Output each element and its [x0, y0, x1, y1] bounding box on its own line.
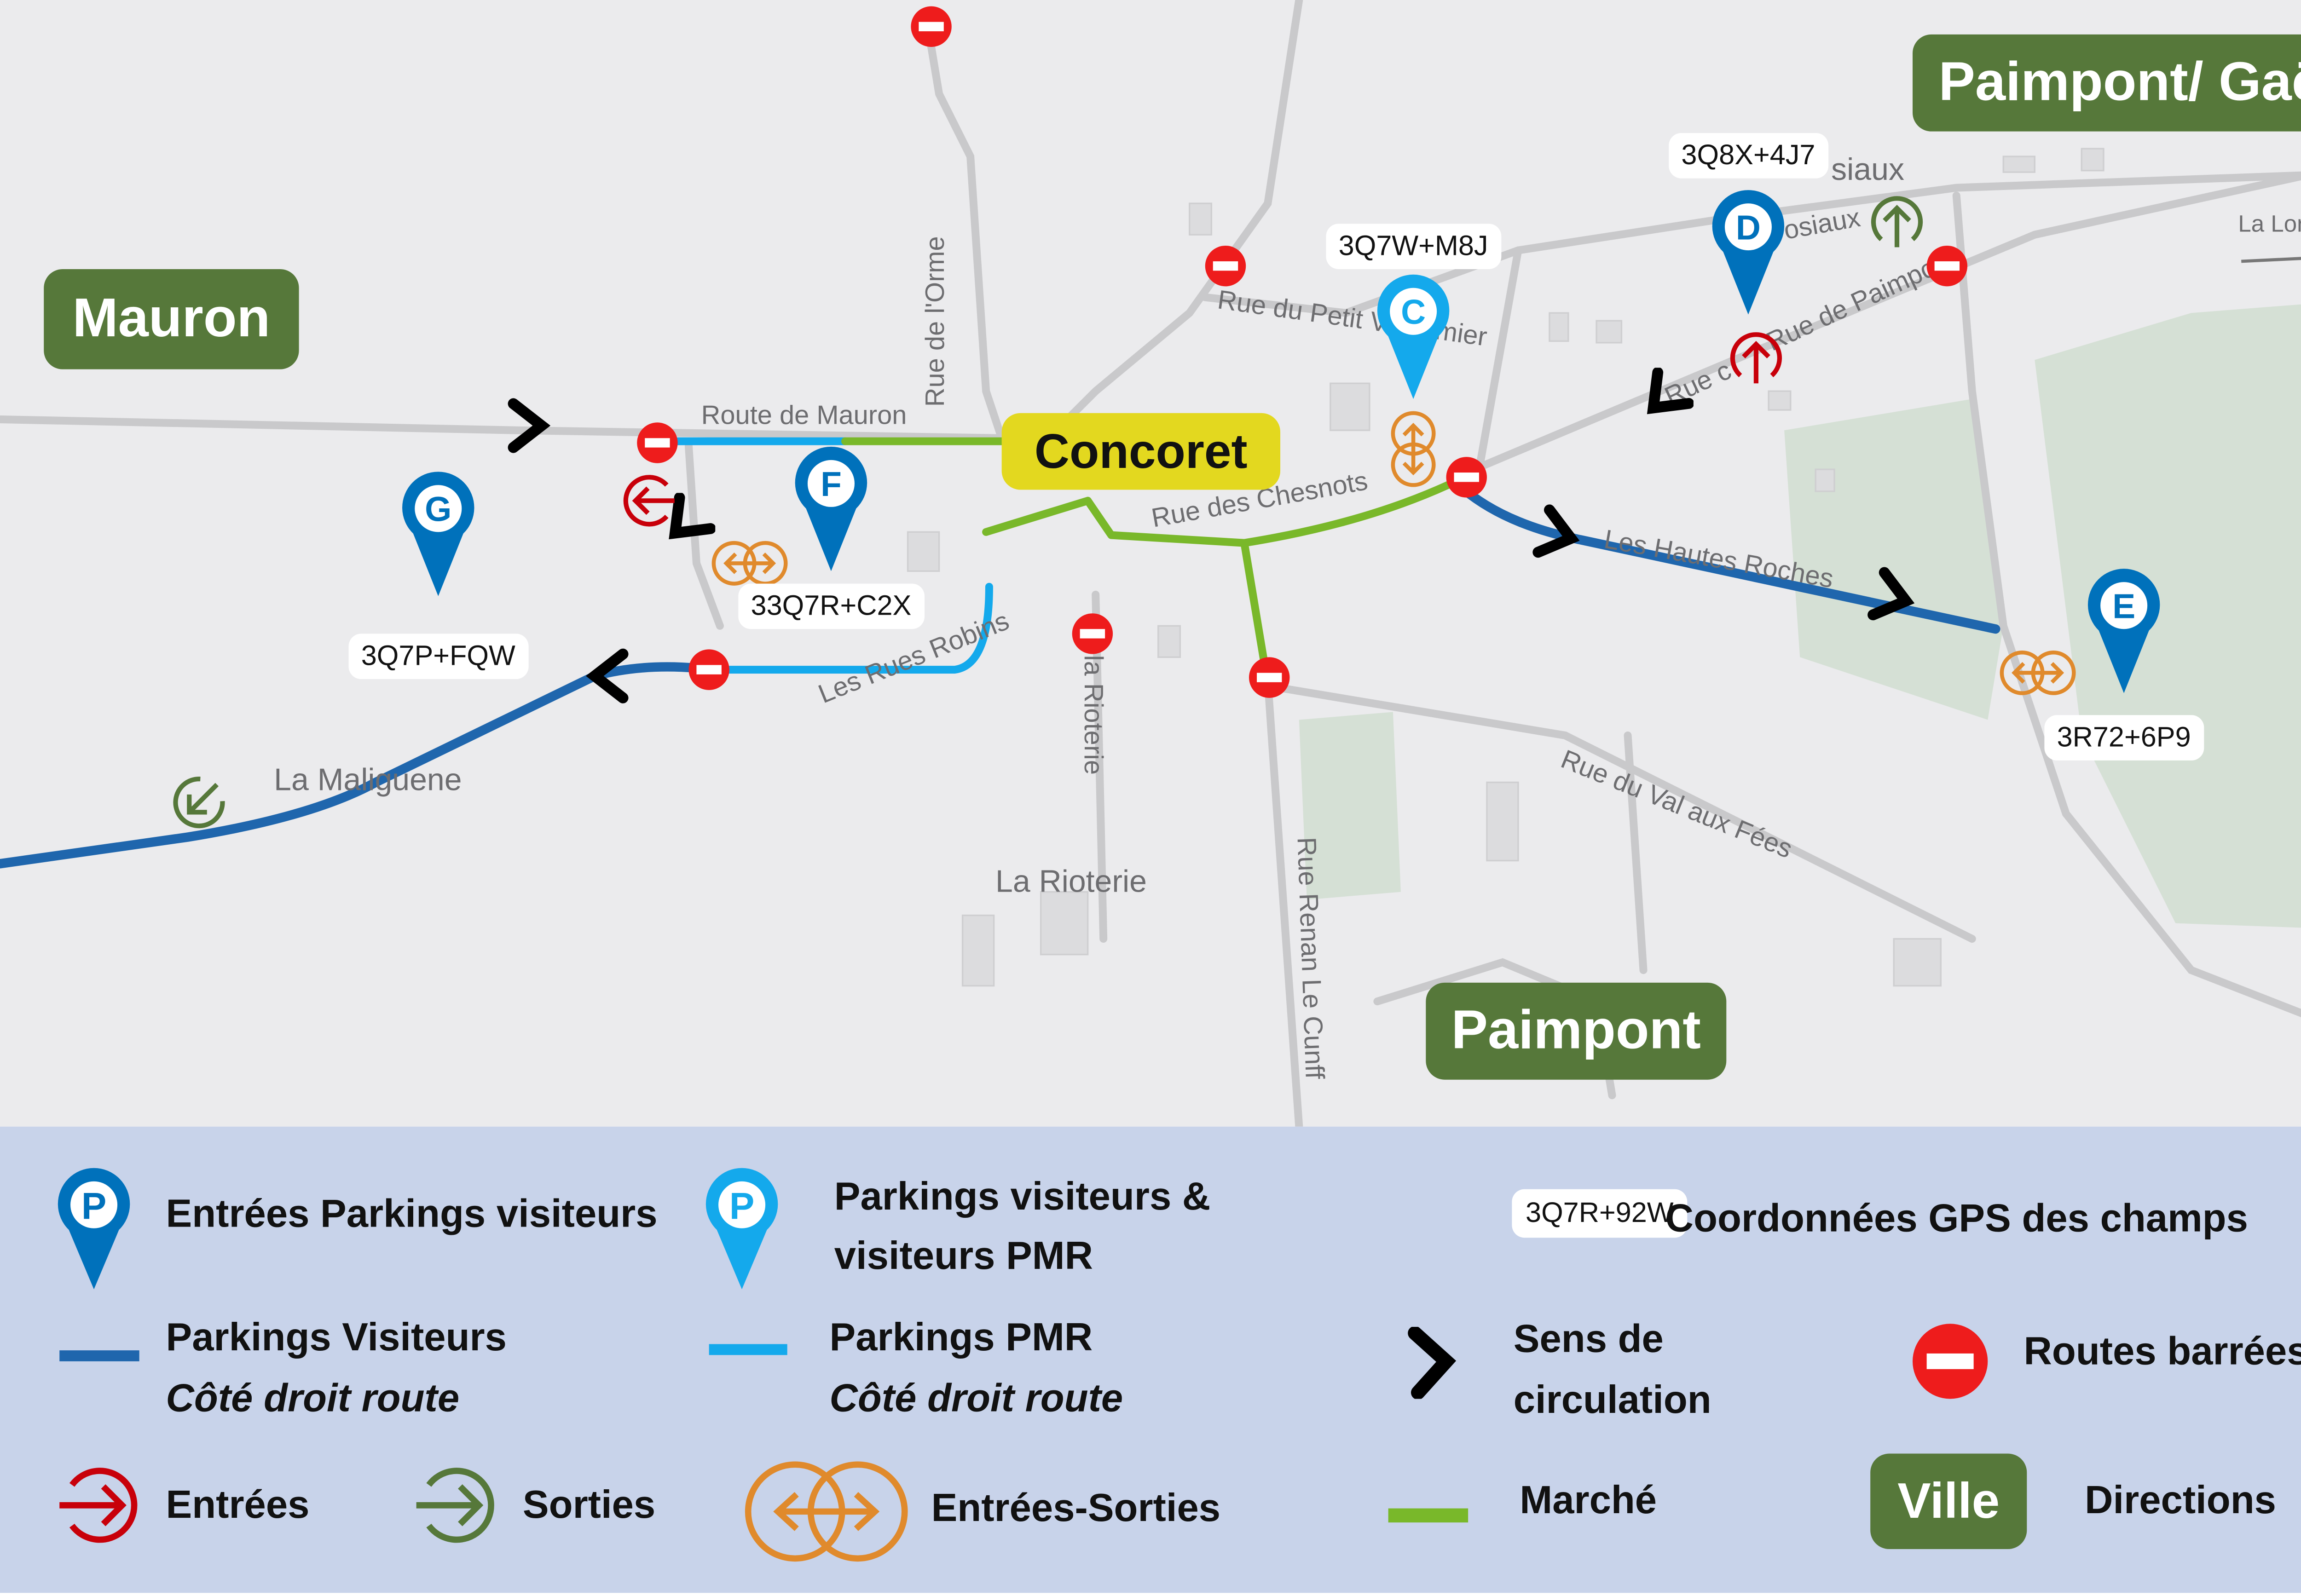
chevron-direction-icon	[1532, 504, 1580, 558]
street-label: La Loriette	[2238, 211, 2301, 238]
legend-marche: Marché	[1520, 1478, 1657, 1523]
svg-text:P: P	[729, 1185, 754, 1227]
exit-arrow-icon	[416, 1468, 494, 1543]
legend-visiteurs-line2: Côté droit route	[166, 1377, 460, 1421]
legend-parkings-pmr-line2: visiteurs PMR	[834, 1234, 1093, 1279]
legend-sens-line2: circulation	[1513, 1378, 1711, 1423]
svg-text:P: P	[81, 1185, 106, 1227]
base-roads	[0, 0, 2301, 1127]
street-label: La Rioterie	[995, 865, 1147, 900]
street-label: siaux	[1831, 153, 1905, 188]
no-entry-icon	[911, 6, 952, 47]
gps-code-label: 33Q7R+C2X	[738, 583, 924, 629]
legend: P Entrées Parkings visiteurs P Parkings …	[0, 1126, 2301, 1593]
parking-pin-g-icon: G	[402, 472, 474, 596]
no-entry-icon	[688, 649, 729, 690]
direction-arrow-icon	[2241, 257, 2301, 263]
gps-code-label: 3Q7W+M8J	[1326, 224, 1501, 269]
map-canvas	[0, 0, 2301, 1127]
legend-entrees-sorties: Entrées-Sorties	[931, 1486, 1221, 1531]
entry-exit-arrows-icon	[2000, 650, 2076, 695]
entry-arrow-icon	[1730, 332, 1782, 384]
buildings	[907, 148, 2104, 987]
no-entry-icon	[637, 422, 678, 463]
no-entry-icon	[1205, 245, 1246, 287]
street-label: Route de Mauron	[701, 400, 907, 431]
chevron-direction-icon	[1867, 567, 1915, 621]
parking-pmr-pin-icon: P	[705, 1168, 778, 1290]
no-entry-icon	[1249, 657, 1290, 698]
parking-pin-e-icon: E	[2087, 569, 2160, 693]
entry-exit-arrows-icon	[1391, 411, 1436, 487]
parking-letter: G	[425, 490, 451, 529]
city-badge-paimpont: Paimpont	[1426, 982, 1727, 1080]
entry-arrow-icon	[623, 475, 675, 527]
chevron-direction-icon	[1647, 368, 1694, 415]
parking-visiteurs-swatch	[59, 1350, 139, 1361]
entry-exit-arrows-icon	[745, 1461, 908, 1562]
legend-parkings-pmr-line1: Parkings visiteurs &	[834, 1175, 1211, 1219]
legend-directions: Directions	[2085, 1478, 2276, 1523]
legend-gps-sample: 3Q7R+92W	[1512, 1189, 1688, 1238]
parking-letter: D	[1736, 208, 1761, 247]
parking-pin-d-icon: D	[1712, 190, 1785, 315]
street-label: La Maliguene	[274, 763, 462, 798]
legend-entrees: Entrées	[166, 1483, 310, 1527]
map-area: Route de Mauron Rue de l'Orme Rue du Pet…	[0, 0, 2301, 1127]
legend-gps-label: Coordonnées GPS des champs	[1665, 1197, 2248, 1241]
no-entry-icon	[1926, 245, 1968, 287]
parking-pin-c-icon: C	[1377, 274, 1450, 399]
entry-exit-arrows-icon	[711, 541, 788, 586]
exit-arrow-icon	[1871, 196, 1923, 248]
no-entry-icon	[1913, 1324, 1988, 1399]
parking-pmr-swatch	[709, 1344, 787, 1355]
street-label: Rue de l'Orme	[920, 236, 950, 407]
chevron-direction-icon	[669, 493, 716, 540]
parking-pin-icon: P	[58, 1168, 130, 1290]
legend-sorties: Sorties	[522, 1483, 656, 1527]
no-entry-icon	[1446, 457, 1487, 498]
chevron-direction-icon	[508, 398, 551, 453]
gps-code-label: 3Q8X+4J7	[1669, 133, 1828, 179]
legend-sens-line1: Sens de	[1513, 1317, 1664, 1361]
parking-pin-f-icon: F	[795, 446, 867, 571]
exit-arrow-icon	[173, 777, 225, 829]
green-areas	[1299, 304, 2301, 928]
parking-letter: C	[1401, 293, 1426, 331]
legend-pmr-line2: Côté droit route	[829, 1377, 1123, 1421]
legend-visiteurs-line1: Parkings Visiteurs	[166, 1316, 507, 1360]
legend-routes-barrees: Routes barrées	[2023, 1330, 2301, 1374]
route-marche-2	[982, 481, 1452, 547]
gps-code-label: 3Q7P+FQW	[348, 634, 528, 680]
parking-letter: E	[2112, 587, 2135, 625]
legend-pmr-line1: Parkings PMR	[829, 1316, 1093, 1360]
gps-code-label: 3R72+6P9	[2044, 715, 2203, 761]
no-entry-icon	[1072, 613, 1113, 654]
route-parking-pmr-south	[705, 582, 993, 674]
entry-arrow-icon	[59, 1468, 138, 1543]
city-badge-mauron: Mauron	[44, 269, 299, 369]
parking-letter: F	[821, 465, 842, 503]
legend-entrees-parkings: Entrées Parkings visiteurs	[166, 1192, 658, 1236]
route-parking-visiteurs-west	[0, 662, 701, 869]
city-badge-paimpont-gael: Paimpont/ Gaël	[1913, 34, 2301, 132]
chevron-direction-icon	[585, 648, 629, 703]
village-badge-concoret: Concoret	[1001, 413, 1281, 490]
chevron-right-icon	[1408, 1327, 1457, 1399]
route-marche-3	[1240, 539, 1269, 669]
marche-swatch	[1388, 1508, 1468, 1523]
legend-ville-badge: Ville	[1870, 1453, 2027, 1549]
